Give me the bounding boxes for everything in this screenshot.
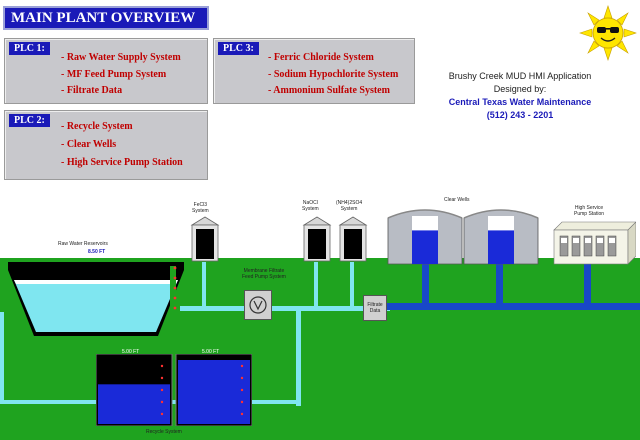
fecl3-label: FeCl3 System [192,202,209,214]
highservice-pipe [584,262,591,304]
sun-with-sunglasses-icon [578,4,638,62]
high-service-label: High Service Pump Station [574,205,604,217]
nh4so4-feed-pipe [350,262,354,306]
app-info-designed-by: Designed by: [493,84,547,94]
naocl-label-line2: System [302,206,319,212]
filtrate-data-label: Filtrate Data [365,302,385,314]
plc1-raw-water-supply-link[interactable]: - Raw Water Supply System [61,52,181,63]
clearwell1-pipe [422,262,429,304]
clearwell-1[interactable] [386,204,464,268]
plc3-ferric-chloride-link[interactable]: - Ferric Chloride System [268,52,374,63]
plc2-tag: PLC 2: [9,114,50,127]
clearwell2-pipe [496,262,503,304]
plc3-tag: PLC 3: [218,42,259,55]
membrane-pump-label-line2: Feed Pump System [242,274,286,280]
naocl-feed-pipe [314,262,318,306]
high-service-label-line2: Pump Station [574,211,605,217]
plc1-panel: PLC 1: - Raw Water Supply System - MF Fe… [4,38,208,104]
app-info-phone: (512) 243 - 2201 [486,110,554,120]
return-pipe-vertical [296,306,301,406]
raw-water-reservoir [8,258,188,340]
fecl3-label-line1: FeCl3 [193,202,207,208]
plc3-ammonium-sulfate-link[interactable]: - Ammonium Sulfate System [268,85,390,96]
clear-wells-label: Clear Wells [444,197,470,203]
app-info-company: Central Texas Water Maintenance [448,97,592,107]
ground-edge [0,258,640,266]
recycle-tank1-level: 5.00 FT [122,349,140,355]
pump-icon[interactable] [244,290,272,320]
app-info: Brushy Creek MUD HMI Application Designe… [420,70,620,122]
filtrate-label-line1: Filtrate [367,302,383,308]
plc2-recycle-system-link[interactable]: - Recycle System [61,121,133,132]
raw-water-level: 8.50 FT [88,249,106,255]
nh4so4-label-line2: System [340,206,358,212]
recycle-system-label: Recycle System [146,429,182,435]
plc1-mf-feed-pump-link[interactable]: - MF Feed Pump System [61,69,167,80]
high-service-label-line1: High Service [574,205,604,211]
plc2-clear-wells-link[interactable]: - Clear Wells [61,139,117,150]
page-title: MAIN PLANT OVERVIEW [3,6,209,30]
recycle-tank2-level: 5.00 FT [202,349,220,355]
membrane-pump-label: Membrane Filtrate Feed Pump System [242,268,286,280]
filtrate-to-clearwell-pipe [384,303,640,310]
plc2-panel: PLC 2: - Recycle System - Clear Wells - … [4,110,208,180]
plc1-tag: PLC 1: [9,42,50,55]
fecl3-tank[interactable] [190,215,220,263]
plc2-high-service-pump-link[interactable]: - High Service Pump Station [61,157,183,168]
nh4so4-label: (NH4)2SO4 System [336,200,362,212]
raw-water-label: Raw Water Reservoirs [58,241,108,247]
filtrate-data-button[interactable]: Filtrate Data [363,295,387,321]
fecl3-feed-pipe [202,262,206,306]
clearwell-2[interactable] [462,204,540,268]
naocl-tank[interactable] [302,215,332,263]
nh4so4-tank[interactable] [338,215,368,263]
raw-to-filtrate-pipe [180,306,390,311]
naocl-label-line1: NaOCl [302,200,318,206]
recycle-tanks[interactable] [96,354,252,426]
plc1-filtrate-data-link[interactable]: - Filtrate Data [61,85,123,96]
high-service-pump-station[interactable] [550,218,636,266]
app-info-title: Brushy Creek MUD HMI Application [448,71,592,81]
naocl-label: NaOCl System [302,200,319,212]
plc3-panel: PLC 3: - Ferric Chloride System - Sodium… [213,38,415,104]
membrane-pump-label-line1: Membrane Filtrate [243,268,285,274]
fecl3-label-line2: System [192,208,209,214]
plc3-sodium-hypochlorite-link[interactable]: - Sodium Hypochlorite System [268,69,399,80]
filtrate-label-line2: Data [369,308,381,314]
nh4so4-label-line1: (NH4)2SO4 [336,200,363,206]
